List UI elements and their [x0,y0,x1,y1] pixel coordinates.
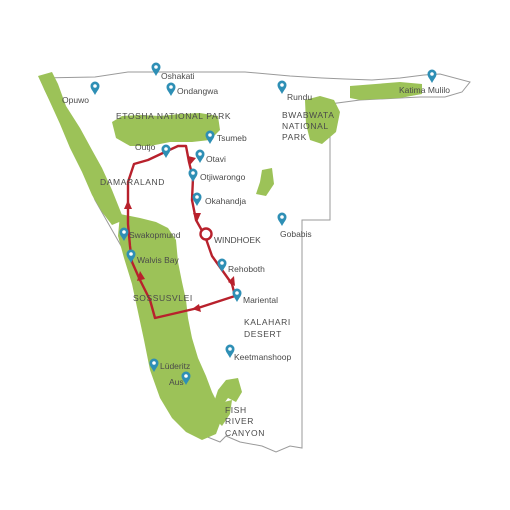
map-pin-icon [126,249,136,263]
route-arrow-icon [137,271,145,281]
town-label-mariental: Mariental [243,295,278,305]
region-label-damaraland: DAMARALAND [100,177,165,187]
town-label-otavi: Otavi [206,154,226,164]
region-label-kalahari-2: DESERT [244,329,282,339]
map-pin-icon [161,144,171,158]
region-label-kalahari-1: KALAHARI [244,317,291,327]
route-arrow-icon [188,156,196,165]
town-label-keetmanshoop: Keetmanshoop [234,352,291,362]
map-pin-icon [205,130,215,144]
town-label-walvis-bay: Walvis Bay [137,255,179,265]
aus-reserve [214,378,242,406]
map-pin-icon [181,371,191,385]
route-arrow-icon [124,200,132,209]
town-label-windhoek: WINDHOEK [214,235,261,245]
town-label-oshakati: Oshakati [161,71,195,81]
map-pin-icon [151,62,161,76]
map-pin-icon [232,288,242,302]
start-marker-icon [199,227,213,241]
region-label-fish-river-3: CANYON [225,428,265,438]
route-arrow-icon [193,213,201,222]
town-label-okahandja: Okahandja [205,196,246,206]
region-labels: ETOSHA NATIONAL PARK BWABWATA NATIONAL P… [100,110,335,438]
map-pin-icon [90,81,100,95]
waterberg-plateau [256,168,274,196]
bwabwata-national-park [305,96,340,144]
region-label-fish-river-1: FISH [225,405,247,415]
region-label-fish-river-2: RIVER [225,416,254,426]
map-pin-icon [217,258,227,272]
town-label-swakopmund: Swakopmund [129,230,181,240]
town-label-luderitz: Lüderitz [160,361,190,371]
town-label-gobabis: Gobabis [280,229,312,239]
town-label-rehoboth: Rehoboth [228,264,265,274]
map-pin-icon [277,80,287,94]
map-pin-icon [195,149,205,163]
map-pin-icon [192,192,202,206]
map-pin-icon [277,212,287,226]
map-pin-icon [119,227,129,241]
town-label-tsumeb: Tsumeb [217,133,247,143]
map-pin-icon [225,344,235,358]
town-label-otjiwarongo: Otjiwarongo [200,172,246,182]
route-arrow-icon [228,276,235,286]
route-arrows [124,156,235,312]
region-label-etosha: ETOSHA NATIONAL PARK [116,111,231,121]
caprivi-strip-park [350,82,422,100]
country-border [39,71,471,453]
town-label-ondangwa: Ondangwa [177,86,218,96]
town-labels: Opuwo Oshakati Ondangwa Rundu Katima Mul… [62,71,450,387]
etosha-national-park [112,113,220,146]
map-pin-icon [188,168,198,182]
skeleton-coast-park [38,72,124,225]
town-label-outjo: Outjo [135,142,156,152]
town-pins [90,62,437,385]
town-label-rundu: Rundu [287,92,312,102]
map-pin-icon [427,69,437,83]
route-arrow-icon [192,304,201,312]
region-label-bwabwata-2: NATIONAL [282,121,329,131]
fish-river-reserve [214,400,232,426]
map-pin-icon [149,358,159,372]
region-label-bwabwata-1: BWABWATA [282,110,335,120]
parks [38,72,422,440]
town-label-katima-mulilo: Katima Mulilo [399,85,450,95]
region-label-bwabwata-3: PARK [282,132,307,142]
town-label-aus: Aus [169,377,184,387]
region-label-sossusvlei: SOSSUSVLEI [133,293,193,303]
namib-naukluft-park [118,214,222,440]
town-label-opuwo: Opuwo [62,95,89,105]
map-pin-icon [166,82,176,96]
